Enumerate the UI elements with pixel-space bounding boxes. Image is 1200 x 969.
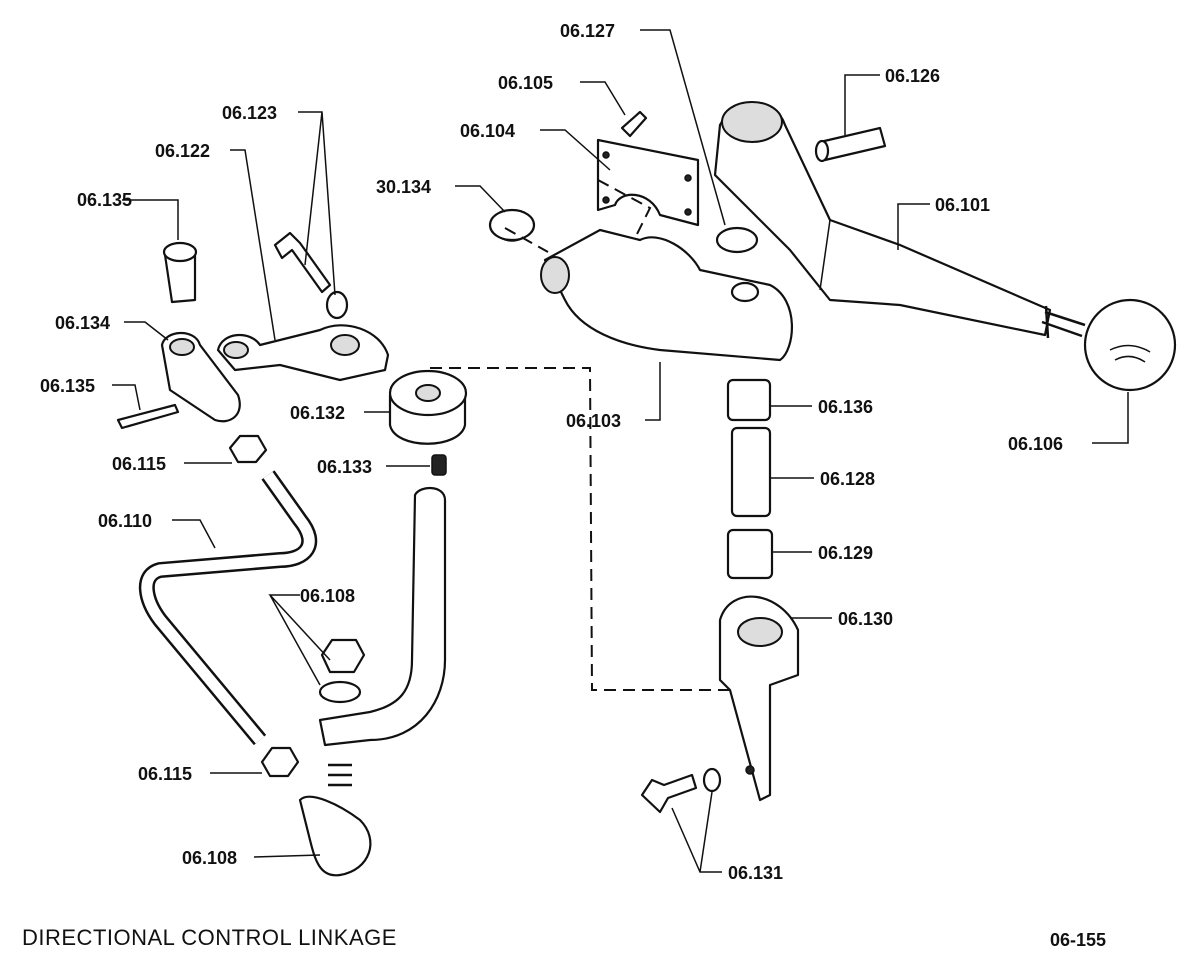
part-ball-joint	[298, 763, 372, 877]
alignment-line-housing	[430, 367, 730, 691]
diagram-title: DIRECTIONAL CONTROL LINKAGE	[22, 925, 397, 950]
label-06-133: 06.133	[317, 457, 372, 477]
part-screw-105	[620, 110, 648, 138]
part-washer-123	[325, 290, 349, 320]
label-06-108-bottom: 06.108	[182, 848, 237, 868]
part-yoke	[160, 331, 241, 423]
label-06-105: 06.105	[498, 73, 553, 93]
part-knob	[1041, 298, 1177, 392]
part-clevis-arm	[216, 324, 390, 382]
page-number: 06-155	[1050, 930, 1107, 950]
part-bolt-131	[640, 767, 722, 814]
label-06-122: 06.122	[155, 141, 210, 161]
label-30-134: 30.134	[376, 177, 431, 197]
part-collar	[388, 369, 468, 445]
label-06-108-top: 06.108	[300, 586, 355, 606]
label-06-106: 06.106	[1008, 434, 1063, 454]
label-06-129: 06.129	[818, 543, 873, 563]
part-pin-135	[162, 241, 198, 304]
label-06-123: 06.123	[222, 103, 277, 123]
alignment-line-clamp	[597, 179, 652, 239]
label-06-136: 06.136	[818, 397, 873, 417]
part-bushing-136	[726, 378, 772, 422]
label-06-132: 06.132	[290, 403, 345, 423]
label-06-101: 06.101	[935, 195, 990, 215]
part-nut-108	[320, 638, 366, 674]
part-nut-115-bottom	[260, 746, 300, 778]
part-nut-115-top	[228, 434, 268, 464]
part-washer-108	[318, 680, 362, 704]
leader-lines	[112, 29, 1129, 873]
label-06-127: 06.127	[560, 21, 615, 41]
label-06-104: 06.104	[460, 121, 515, 141]
label-06-135-top: 06.135	[77, 190, 132, 210]
part-pin-126	[814, 126, 887, 163]
part-bolt-123	[273, 231, 332, 294]
part-housing	[540, 228, 794, 362]
label-06-128: 06.128	[820, 469, 875, 489]
part-cotter-pin	[116, 403, 180, 430]
alignment-line-cap	[504, 227, 549, 253]
label-06-115-top: 06.115	[112, 454, 166, 474]
label-06-134: 06.134	[55, 313, 110, 333]
label-06-131: 06.131	[728, 863, 783, 883]
label-06-126: 06.126	[885, 66, 940, 86]
part-tube-128	[730, 426, 772, 518]
part-bushing-129	[726, 528, 774, 580]
label-06-130: 06.130	[838, 609, 893, 629]
part-cap	[488, 208, 536, 242]
part-lower-arm	[718, 595, 800, 802]
part-lever-arm	[713, 101, 1052, 337]
label-06-110: 06.110	[98, 511, 152, 531]
part-setscrew-133	[431, 454, 447, 476]
part-washer-127	[715, 226, 759, 254]
part-bent-shaft	[318, 487, 447, 747]
label-06-115-bottom: 06.115	[138, 764, 192, 784]
part-clamp	[596, 138, 700, 227]
label-06-103: 06.103	[566, 411, 621, 431]
label-06-135-mid: 06.135	[40, 376, 95, 396]
